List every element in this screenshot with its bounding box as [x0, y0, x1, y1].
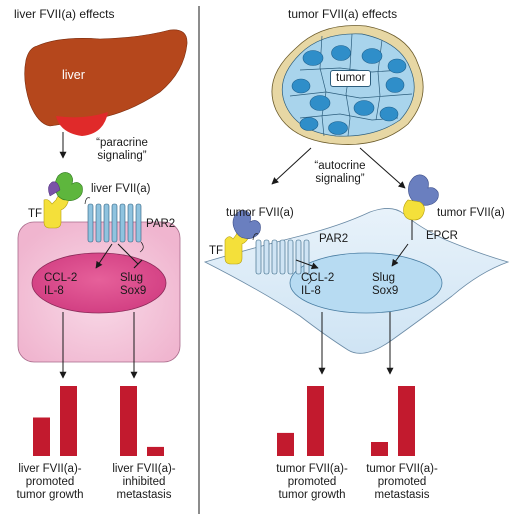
right-nucleus [289, 252, 443, 314]
bar-caption-3: tumor FVII(a)- promoted tumor growth [276, 463, 348, 501]
bar-1-2 [60, 386, 77, 456]
right-targets-b: Slug Sox9 [372, 272, 399, 297]
bar-4-2 [398, 386, 415, 456]
liver-label: liver [62, 68, 85, 82]
left-par2-label: PAR2 [146, 218, 176, 230]
left-heading: liver FVII(a) effects [14, 7, 115, 21]
right-targets-a: CCL-2 IL-8 [301, 272, 335, 297]
bar-4-1 [371, 442, 388, 456]
inhibition-bar [133, 259, 143, 269]
right-tf-fvii-complex [224, 210, 261, 265]
gallbladder [56, 112, 108, 136]
right-ligand-label-left: tumor FVII(a) [226, 207, 294, 219]
right-par2-label: PAR2 [319, 233, 349, 245]
bar-caption-1: liver FVII(a)- promoted tumor growth [16, 463, 84, 501]
bar-caption-4: tumor FVII(a)- promoted metastasis [366, 463, 438, 501]
epcr-label: EPCR [426, 230, 458, 242]
left-tf-label: TF [28, 208, 43, 220]
right-par2-receptor [252, 233, 312, 285]
left-targets-a: CCL-2 IL-8 [44, 272, 78, 297]
bar-3-1 [277, 432, 294, 456]
tumor-nuclei [291, 45, 407, 135]
right-tf-label: TF [209, 245, 224, 257]
right-epcr-arrow [391, 243, 409, 267]
activation-arrow [95, 243, 113, 269]
paracrine-label: “paracrine signaling” [96, 137, 148, 162]
autocrine-arrow-right [359, 147, 406, 189]
left-ligand-label: liver FVII(a) [91, 183, 151, 195]
bar-charts [33, 386, 415, 456]
left-targets-b: Slug Sox9 [120, 272, 147, 297]
autocrine-arrow-left [271, 147, 312, 185]
tumor-label: tumor [330, 70, 372, 87]
bar-2-2 [147, 446, 164, 456]
bar-caption-2: liver FVII(a)- inhibited metastasis [112, 463, 176, 501]
left-tf-fvii-complex [43, 172, 83, 229]
inhibition-line [117, 243, 139, 265]
bar-3-2 [307, 386, 324, 456]
liver-organ [24, 29, 188, 136]
bar-2-1 [120, 386, 137, 456]
right-heading: tumor FVII(a) effects [288, 7, 398, 21]
bar-1-1 [33, 417, 50, 456]
right-ligand-label-right: tumor FVII(a) [437, 207, 505, 219]
epcr-fvii-complex [403, 174, 439, 240]
autocrine-label: “autocrine signaling” [314, 160, 366, 185]
left-par2-receptor [84, 197, 144, 253]
left-nucleus [31, 252, 167, 314]
right-par2-arrow [295, 259, 319, 270]
